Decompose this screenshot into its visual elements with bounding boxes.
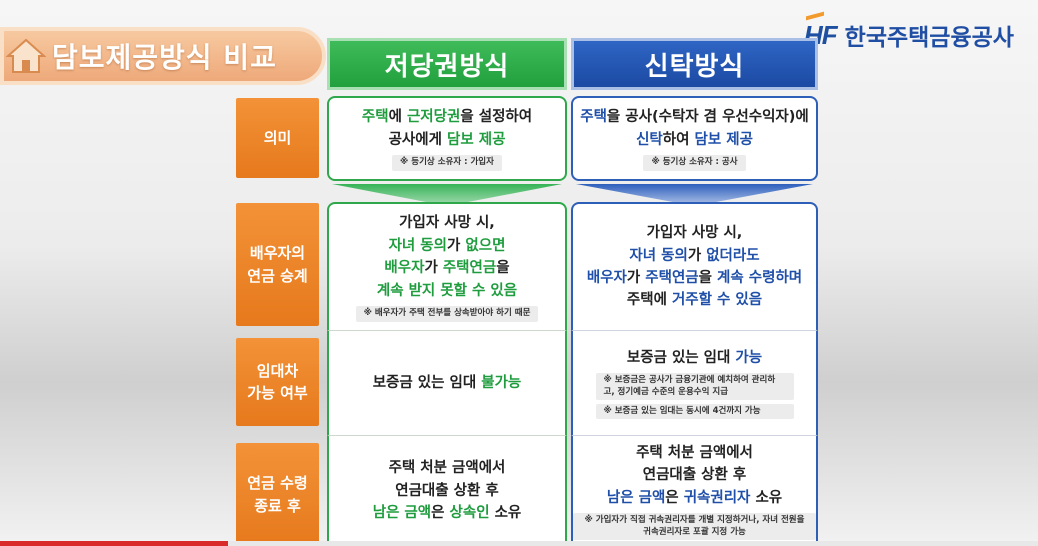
house-icon <box>6 38 46 73</box>
text-segment: 연금대출 상환 후 <box>395 482 499 499</box>
text-segment: 주택 처분 금액에서 <box>388 460 506 477</box>
cell-line: 가입자 사망 시, <box>647 222 743 244</box>
cell-line: 가입자 사망 시, <box>399 212 495 234</box>
text-segment: 주택 <box>361 109 389 126</box>
footnote: ※ 등기상 소유자 : 공사 <box>643 155 746 171</box>
page-title: 담보제공방식 비교 <box>52 41 277 74</box>
text-segment: 가능 <box>735 349 763 366</box>
text-segment: 을 <box>496 260 510 277</box>
text-segment: 을 공사(수탁자 겸 우선수익자)에 <box>606 109 809 126</box>
footnote: ※ 보증금은 공사가 금융기관에 예치하여 관리하고, 정기예금 수준의 운용수… <box>595 373 794 400</box>
cell-line: 계속 받지 못할 수 있음 <box>377 280 517 302</box>
text-segment: 은 <box>665 489 684 506</box>
text-segment: 소유 <box>750 489 783 506</box>
hf-logo: HF 한국주택금융공사 <box>804 11 1014 52</box>
cell-line: 주택을 공사(수탁자 겸 우선수익자)에 <box>580 106 809 128</box>
video-progress-bar[interactable] <box>0 541 1038 546</box>
text-segment: 하여 <box>662 131 695 148</box>
text-segment: 주택 <box>580 109 607 126</box>
cell-line: 연금대출 상환 후 <box>643 464 746 486</box>
cell-line: 주택 처분 금액에서 <box>636 442 753 464</box>
row-label-spouse-succession: 배우자의 연금 승계 <box>236 203 319 326</box>
footnote: ※ 배우자가 주택 전부를 상속받아야 하기 때문 <box>355 306 539 322</box>
text-segment: 은 <box>431 505 450 522</box>
column-header-trust: 신탁방식 <box>571 38 818 90</box>
cell-line: 주택 처분 금액에서 <box>389 457 506 479</box>
cell-line: 자녀 동의가 없더라도 <box>629 245 759 267</box>
text-segment: 주택연금 <box>645 270 699 286</box>
text-segment: 주택연금 <box>442 260 497 277</box>
cell-line: 배우자가 주택연금을 계속 수령하며 <box>587 267 802 289</box>
text-segment: 가 <box>424 260 443 277</box>
row-label-lease: 임대차 가능 여부 <box>236 338 319 426</box>
text-segment: 배우자 <box>384 260 425 277</box>
text-segment: 근저당권 <box>406 109 461 126</box>
cell-line: 연금대출 상환 후 <box>395 480 498 502</box>
cell-line: 보증금 있는 임대 불가능 <box>373 372 522 394</box>
text-segment: 에 <box>388 109 407 126</box>
text-segment: 배우자 <box>586 270 627 286</box>
text-segment: 소유 <box>489 505 522 522</box>
cell-trust-lease: 보증금 있는 임대 가능 ※ 보증금은 공사가 금융기관에 예치하여 관리하고, … <box>571 330 818 435</box>
column-header-mortgage: 저당권방식 <box>327 38 567 90</box>
row-label-meaning: 의미 <box>236 98 319 178</box>
text-segment: 보증금 있는 임대 <box>372 374 482 391</box>
cell-line: 자녀 동의가 없으면 <box>389 235 506 257</box>
cell-line: 신탁하여 담보 제공 <box>636 129 753 151</box>
text-segment: 연금대출 상환 후 <box>642 467 747 484</box>
text-segment: 을 <box>698 270 718 286</box>
cell-line: 주택에 근저당권을 설정하여 <box>362 106 532 128</box>
text-segment: 없더라도 <box>706 247 760 264</box>
cell-line: 보증금 있는 임대 가능 <box>627 347 762 369</box>
text-segment: 보증금 있는 임대 <box>626 349 736 366</box>
text-segment: 남은 금액 <box>606 489 666 506</box>
cell-line: 주택에 거주할 수 있음 <box>627 289 762 311</box>
text-segment: 계속 받지 못할 수 있음 <box>376 282 518 299</box>
logo-name: 한국주택금융공사 <box>844 25 1014 51</box>
text-segment: 공사에게 <box>388 131 447 148</box>
text-segment: 가입자 사망 시, <box>399 215 495 232</box>
cell-line: 공사에게 담보 제공 <box>389 129 506 151</box>
text-segment: 가 <box>687 247 707 264</box>
text-segment: 담보 제공 <box>447 131 506 148</box>
cell-line: 남은 금액은 귀속권리자 소유 <box>607 487 782 509</box>
text-segment: 상속인 <box>449 505 490 522</box>
text-segment: 을 설정하여 <box>460 109 533 126</box>
cell-mortgage-lease: 보증금 있는 임대 불가능 <box>327 330 567 435</box>
text-segment: 불가능 <box>481 374 522 391</box>
text-segment: 담보 제공 <box>694 131 753 148</box>
progress-fill <box>0 541 228 546</box>
text-segment: 귀속권리자 <box>683 489 751 506</box>
cell-line: 남은 금액은 상속인 소유 <box>373 502 522 524</box>
text-segment: 가입자 사망 시, <box>646 225 743 242</box>
text-segment: 남은 금액 <box>372 505 432 522</box>
text-segment: 자녀 동의 <box>629 247 688 264</box>
text-segment: 주택에 <box>626 292 672 309</box>
title-badge: 담보제공방식 비교 <box>0 27 326 85</box>
footnote: ※ 가입자가 직접 귀속권리자를 개별 지정하거나, 자녀 전원을 귀속권리자로… <box>573 513 816 541</box>
text-segment: 신탁 <box>636 131 663 148</box>
text-segment: 거주할 수 있음 <box>671 292 763 309</box>
text-segment: 가 <box>626 270 646 286</box>
row-label-after-termination: 연금 수령 종료 후 <box>236 443 319 546</box>
cell-line: 배우자가 주택연금을 <box>384 257 509 279</box>
text-segment: 없으면 <box>465 237 506 254</box>
footnote: ※ 보증금 있는 임대는 동시에 4건까지 가능 <box>595 403 794 420</box>
text-segment: 자녀 동의 <box>388 237 447 254</box>
text-segment: 주택 처분 금액에서 <box>636 444 753 461</box>
footnote: ※ 등기상 소유자 : 가입자 <box>392 155 502 171</box>
text-segment: 계속 수령하며 <box>717 270 803 286</box>
text-segment: 가 <box>447 237 466 254</box>
